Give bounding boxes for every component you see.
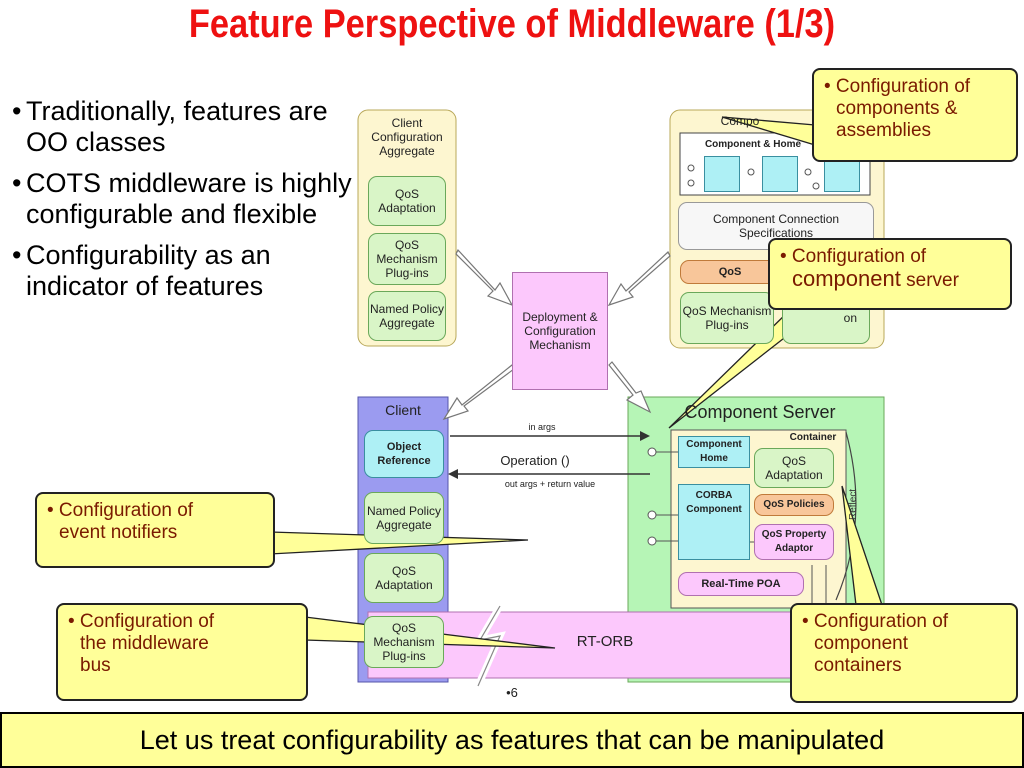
- real-time-poa-box: Real-Time POA: [678, 572, 804, 596]
- arrow-assembly-to-deployment: [607, 251, 671, 307]
- container-label: Container: [789, 432, 837, 443]
- port-icon: [804, 168, 812, 176]
- port-icon: [812, 182, 820, 190]
- port-icon: [647, 447, 657, 457]
- component-server-label: Component Server: [684, 402, 836, 422]
- out-args-label: out args + return value: [504, 479, 596, 489]
- qos-property-adaptor-box: QoS Property Adaptor: [754, 524, 834, 560]
- port-icon: [687, 164, 695, 172]
- corba-component-box: CORBA Component: [678, 484, 750, 560]
- deployment-mechanism: Deployment & Configuration Mechanism: [512, 272, 608, 390]
- qos-box: QoS: [680, 260, 780, 284]
- qos-policies-box: QoS Policies: [754, 494, 834, 516]
- assembly-qos-mechanism-box: QoS Mechanism Plug-ins: [680, 292, 774, 344]
- client-named-policy-box: Named Policy Aggregate: [364, 492, 444, 544]
- client-config-panel: [357, 109, 457, 347]
- reflect-arrow: [835, 431, 857, 601]
- rt-orb-label: RT-ORB: [576, 633, 634, 650]
- arrow-config-to-deployment: [455, 248, 514, 307]
- callout-bus: • Configuration of the middleware bus: [56, 603, 308, 701]
- server-qos-adaptation-box: QoS Adaptation: [754, 448, 834, 488]
- qos-adaptation-box: QoS Adaptation: [368, 176, 446, 226]
- assembly-label: Compo: [720, 114, 760, 128]
- client-qos-adaptation-box: QoS Adaptation: [364, 553, 444, 603]
- qos-mechanism-box: QoS Mechanism Plug-ins: [368, 233, 446, 285]
- reflect-label: Reflect: [848, 488, 859, 520]
- component-home-box: Component Home: [678, 436, 750, 468]
- bullet-item: •COTS middleware is highly configurable …: [12, 168, 352, 229]
- callout-assemblies: • Configuration of components & assembli…: [812, 68, 1018, 162]
- client-label: Client: [385, 402, 421, 418]
- footer-banner: Let us treat configurability as features…: [0, 712, 1024, 768]
- callout-event: • Configuration of event notifiers: [35, 492, 275, 568]
- port-icon: [747, 168, 755, 176]
- bullet-list: •Traditionally, features are OO classes …: [12, 96, 352, 312]
- callout-server: • Configuration of component server: [768, 238, 1012, 310]
- component-home-label: Component & Home: [704, 139, 802, 150]
- operation-label: Operation (): [500, 453, 570, 468]
- bullet-item: •Traditionally, features are OO classes: [12, 96, 328, 157]
- arrow-deployment-to-client: [442, 364, 515, 421]
- port-icon: [647, 536, 657, 546]
- named-policy-box: Named Policy Aggregate: [368, 291, 446, 341]
- in-args-label: in args: [528, 422, 556, 432]
- port-icon: [647, 510, 657, 520]
- port-icon: [687, 179, 695, 187]
- page-title: Feature Perspective of Middleware (1/3): [188, 2, 836, 46]
- object-reference-box: Object Reference: [364, 430, 444, 478]
- client-qos-mechanism-box: QoS Mechanism Plug-ins: [364, 616, 444, 668]
- component-icon: [704, 156, 740, 192]
- callout-containers: • Configuration of component containers: [790, 603, 1018, 703]
- component-icon: [762, 156, 798, 192]
- arrow-deployment-to-server: [608, 361, 652, 414]
- bullet-item: •Configurability as an indicator of feat…: [12, 240, 271, 301]
- page-mark: •6: [506, 685, 518, 700]
- client-config-label: Client Configuration Aggregate: [371, 116, 443, 158]
